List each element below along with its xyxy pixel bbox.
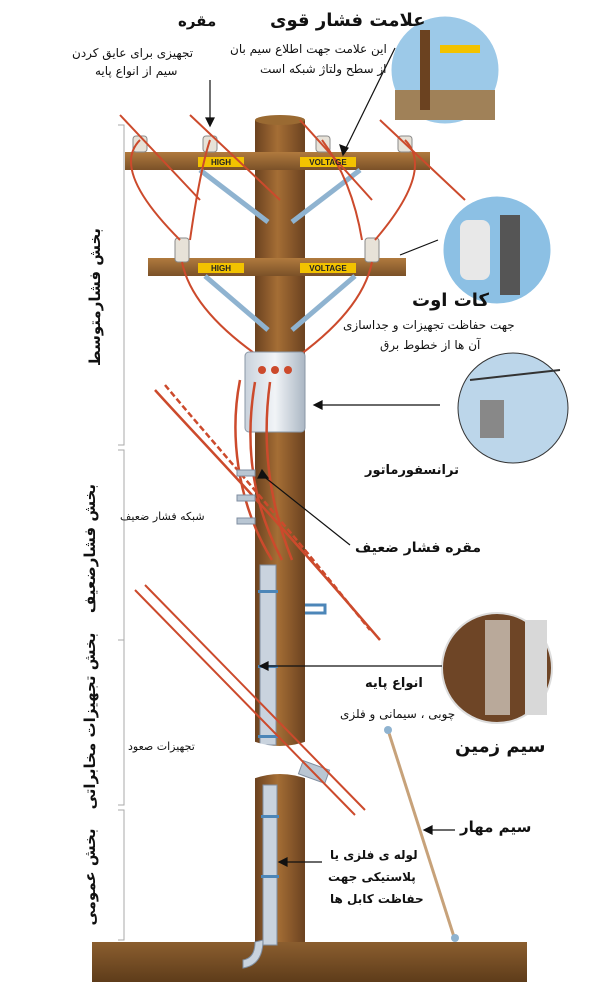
ground-wire-label: سیم زمین — [455, 736, 546, 757]
mv-conductors — [119, 114, 466, 363]
conduit-lower — [262, 784, 278, 946]
cutout-desc-1: جهت حفاظت تجهیزات و جداسازی — [343, 318, 515, 332]
conduit-label-2: پلاستیکی جهت — [328, 870, 416, 884]
conduit-label-3: حفاظت کابل ها — [330, 892, 424, 906]
section-telecom: بخش تجهیزات مخابراتی — [81, 632, 99, 810]
ground-base — [92, 942, 527, 982]
hv-sign-upper-left — [198, 157, 244, 167]
pointer-arrows — [205, 47, 455, 867]
upper-crossarm — [125, 152, 430, 170]
climbing-equipment-label: تجهیزات صعود — [128, 740, 195, 753]
insulator-title: مقره — [178, 12, 217, 30]
hv-sign-upper-right — [300, 157, 356, 167]
section-bracket — [118, 124, 125, 941]
cutout-desc-2: آن ها از خطوط برق — [380, 338, 481, 352]
section-medium-voltage: بخش فشارمتوسط — [86, 228, 104, 366]
hv-sign-text-upper-right: VOLTAGE — [309, 158, 347, 167]
crossarm-braces — [198, 168, 362, 332]
lv-network-label: شبکه فشار ضعیف — [120, 510, 205, 523]
insulator-desc-2: سیم از انواع پایه — [95, 64, 178, 78]
pole-break — [250, 740, 310, 780]
transformer-label: ترانسفورماتور — [365, 463, 459, 478]
hv-sign-photo — [388, 13, 502, 127]
climbing-step — [305, 603, 327, 615]
conduit-upper — [259, 564, 277, 746]
hv-sign-lower-left — [198, 263, 244, 273]
conduit-label-1: لوله ی فلزی یا — [330, 848, 418, 862]
hv-sign-lower-right — [300, 263, 356, 273]
section-public: بخش عمومی — [81, 828, 99, 926]
cutout-title: کات اوت — [412, 290, 490, 311]
telecom-cables — [134, 584, 366, 816]
pole-types-desc: چوبی ، سیمانی و فلزی — [340, 707, 456, 721]
hv-sign-text-upper-left: HIGH — [211, 158, 231, 167]
insulator-desc-1: تجهیزی برای عایق کردن — [72, 46, 194, 60]
cutouts — [174, 237, 380, 263]
hv-sign-desc-1: این علامت جهت اطلاع سیم بان — [230, 42, 387, 56]
lv-insulators — [236, 469, 256, 525]
guy-wire-label: سیم مهار — [460, 818, 532, 836]
pole-types-title: انواع پایه — [365, 676, 423, 691]
pole-types-photo — [441, 612, 553, 724]
section-low-voltage: بخش فشارضعیف — [81, 484, 99, 614]
cutout-photo — [440, 193, 554, 307]
hv-sign-title: علامت فشار قوی — [270, 10, 426, 31]
hv-sign-text-lower-left: HIGH — [211, 264, 231, 273]
transformer-photo — [457, 352, 569, 464]
lv-insulator-label: مقره فشار ضعیف — [355, 540, 482, 556]
hv-sign-text-lower-right: VOLTAGE — [309, 264, 347, 273]
guy-wire — [384, 726, 459, 942]
hv-sign-desc-2: از سطح ولتاژ شبکه است — [260, 62, 387, 76]
